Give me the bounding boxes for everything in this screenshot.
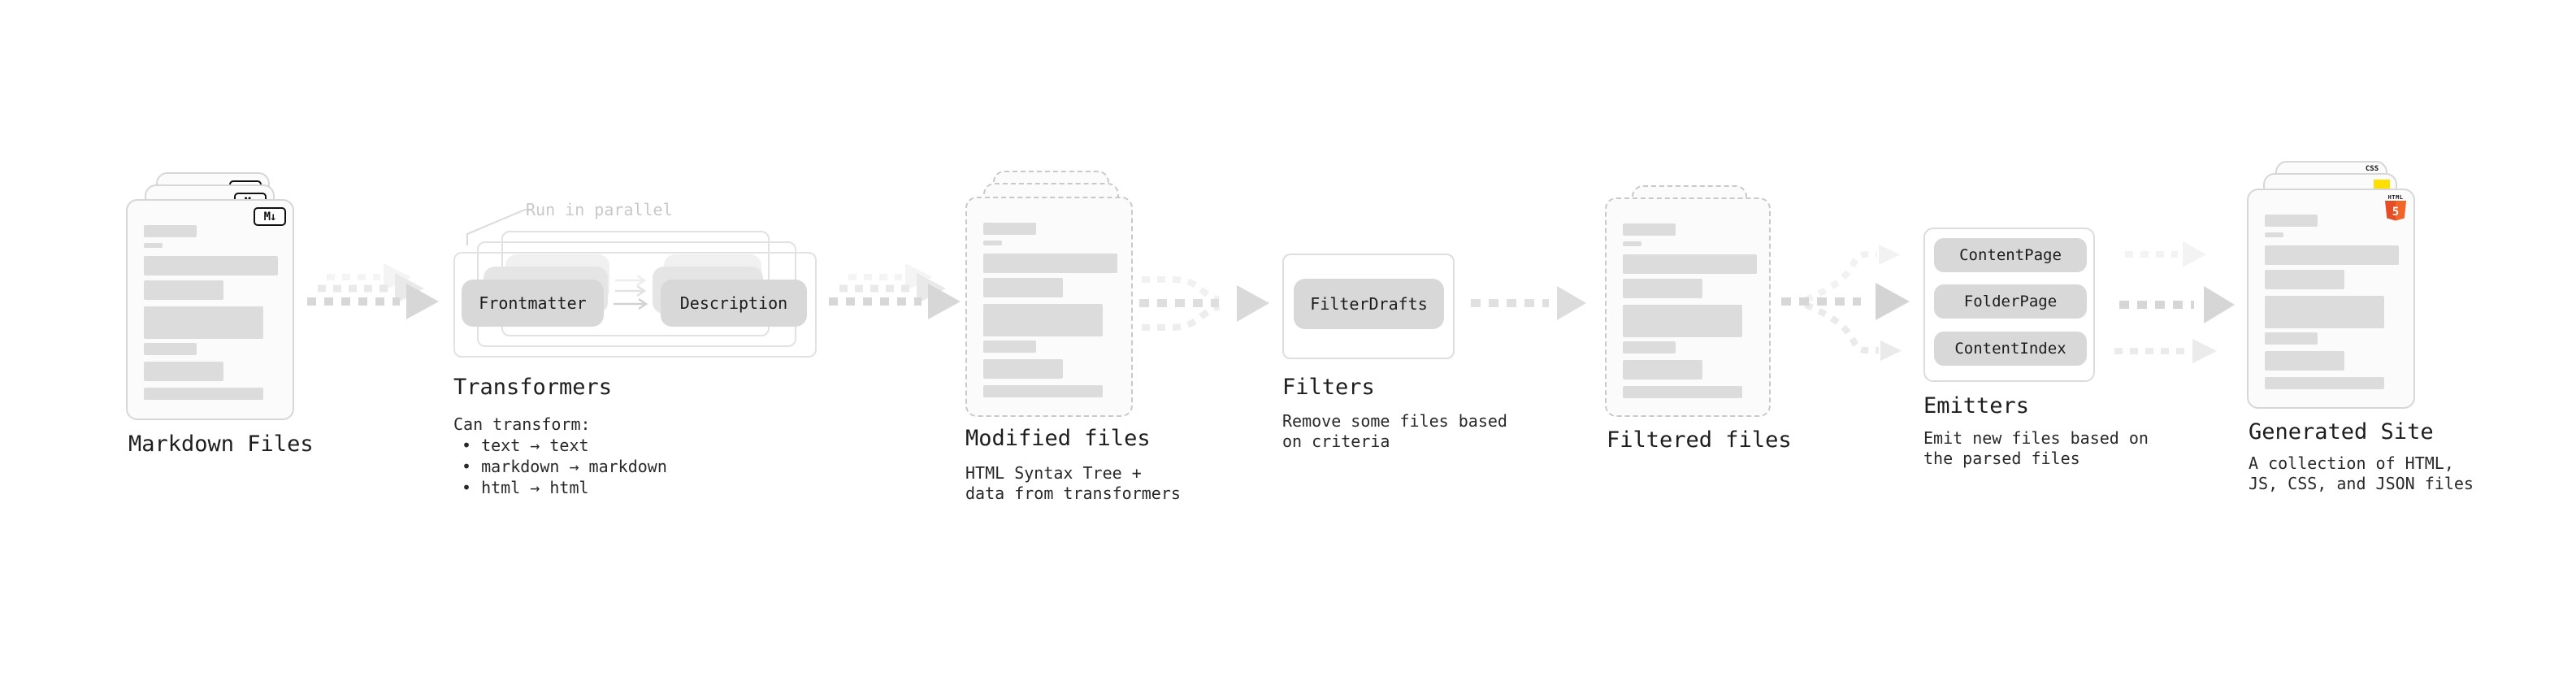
- js-file-icon: [2374, 180, 2390, 190]
- stage-label-emitters: Emitters: [1923, 393, 2030, 419]
- svg-text:5: 5: [2392, 206, 2399, 219]
- subtitle-line: Emit new files based on: [1923, 428, 2149, 448]
- modified-files-subtitle: HTML Syntax Tree + data from transformer…: [965, 463, 1181, 504]
- document-skeleton: [2265, 215, 2399, 389]
- filter-pill-filterdrafts: FilterDrafts: [1294, 279, 1444, 329]
- pill-label: FilterDrafts: [1310, 294, 1428, 314]
- document-skeleton: [1623, 223, 1757, 398]
- stage-label-generated-site: Generated Site: [2249, 419, 2434, 445]
- arrow-emitters-to-generated: [2114, 241, 2235, 363]
- arrow-modified-to-filters: [1139, 276, 1269, 331]
- subtitle-line: Remove some files based: [1282, 411, 1507, 431]
- emitter-pill-folderpage: FolderPage: [1934, 284, 2087, 319]
- subtitle-line: HTML Syntax Tree +: [965, 463, 1142, 483]
- markdown-icon: M↓: [254, 207, 286, 226]
- run-in-parallel-note: Run in parallel: [526, 200, 673, 219]
- html5-icon: HTML 5: [2383, 194, 2408, 222]
- subtitle-line: on criteria: [1282, 432, 1390, 451]
- markdown-icon-label: M↓: [263, 210, 277, 223]
- filtered-file-card-front: [1605, 197, 1771, 417]
- transformer-container-front: [453, 252, 817, 358]
- transformer-pill-frontmatter: Frontmatter: [462, 280, 604, 327]
- pill-label: FolderPage: [1963, 293, 2058, 310]
- subtitle-line: data from transformers: [965, 484, 1181, 503]
- html5-wordmark: HTML: [2387, 194, 2404, 201]
- stage-label-filtered-files: Filtered files: [1607, 427, 1792, 453]
- modified-file-card-front: [965, 197, 1133, 417]
- pill-label: ContentIndex: [1954, 340, 2066, 358]
- subtitle-line: the parsed files: [1923, 449, 2080, 468]
- pill-label: Frontmatter: [479, 293, 587, 313]
- transformers-bullet: • markdown → markdown: [462, 457, 667, 476]
- emitters-subtitle: Emit new files based on the parsed files: [1923, 428, 2149, 469]
- markdown-file-card-front: M↓: [126, 199, 294, 420]
- generated-html-file-card: HTML 5: [2247, 189, 2415, 409]
- filters-container: [1282, 254, 1455, 359]
- transformers-bullet: • html → html: [462, 478, 589, 497]
- transformer-parallel-arrows: [614, 274, 648, 310]
- arrow-filters-to-filtered: [1471, 286, 1586, 320]
- stage-label-markdown-files: Markdown Files: [128, 432, 314, 457]
- css-icon-label: CSS: [2365, 165, 2379, 173]
- transformers-description: Can transform: • text → text • markdown …: [453, 414, 667, 498]
- emitter-pill-contentindex: ContentIndex: [1934, 332, 2087, 366]
- document-skeleton: [983, 223, 1117, 397]
- subtitle-line: A collection of HTML,: [2249, 453, 2454, 473]
- pill-label: ContentPage: [1959, 246, 2062, 264]
- stage-label-filters: Filters: [1282, 375, 1375, 400]
- stage-label-modified-files: Modified files: [965, 426, 1151, 451]
- generated-site-subtitle: A collection of HTML, JS, CSS, and JSON …: [2249, 453, 2474, 494]
- subtitle-line: JS, CSS, and JSON files: [2249, 474, 2474, 493]
- arrow-transformers-to-modified: [829, 263, 961, 319]
- arrow-markdown-to-transformers: [307, 263, 439, 319]
- pill-label: Description: [679, 293, 788, 313]
- arrow-filtered-to-emitters: [1781, 245, 1910, 361]
- emitter-pill-contentpage: ContentPage: [1934, 238, 2087, 272]
- document-skeleton: [144, 225, 278, 400]
- transformer-pill-description: Description: [661, 280, 807, 327]
- stage-label-transformers: Transformers: [453, 375, 613, 400]
- filters-subtitle: Remove some files based on criteria: [1282, 411, 1507, 452]
- transformers-note-title: Can transform:: [453, 414, 591, 434]
- emitters-container: [1923, 228, 2095, 382]
- transformers-bullet: • text → text: [462, 436, 589, 455]
- run-in-parallel-leader-line: [466, 209, 531, 245]
